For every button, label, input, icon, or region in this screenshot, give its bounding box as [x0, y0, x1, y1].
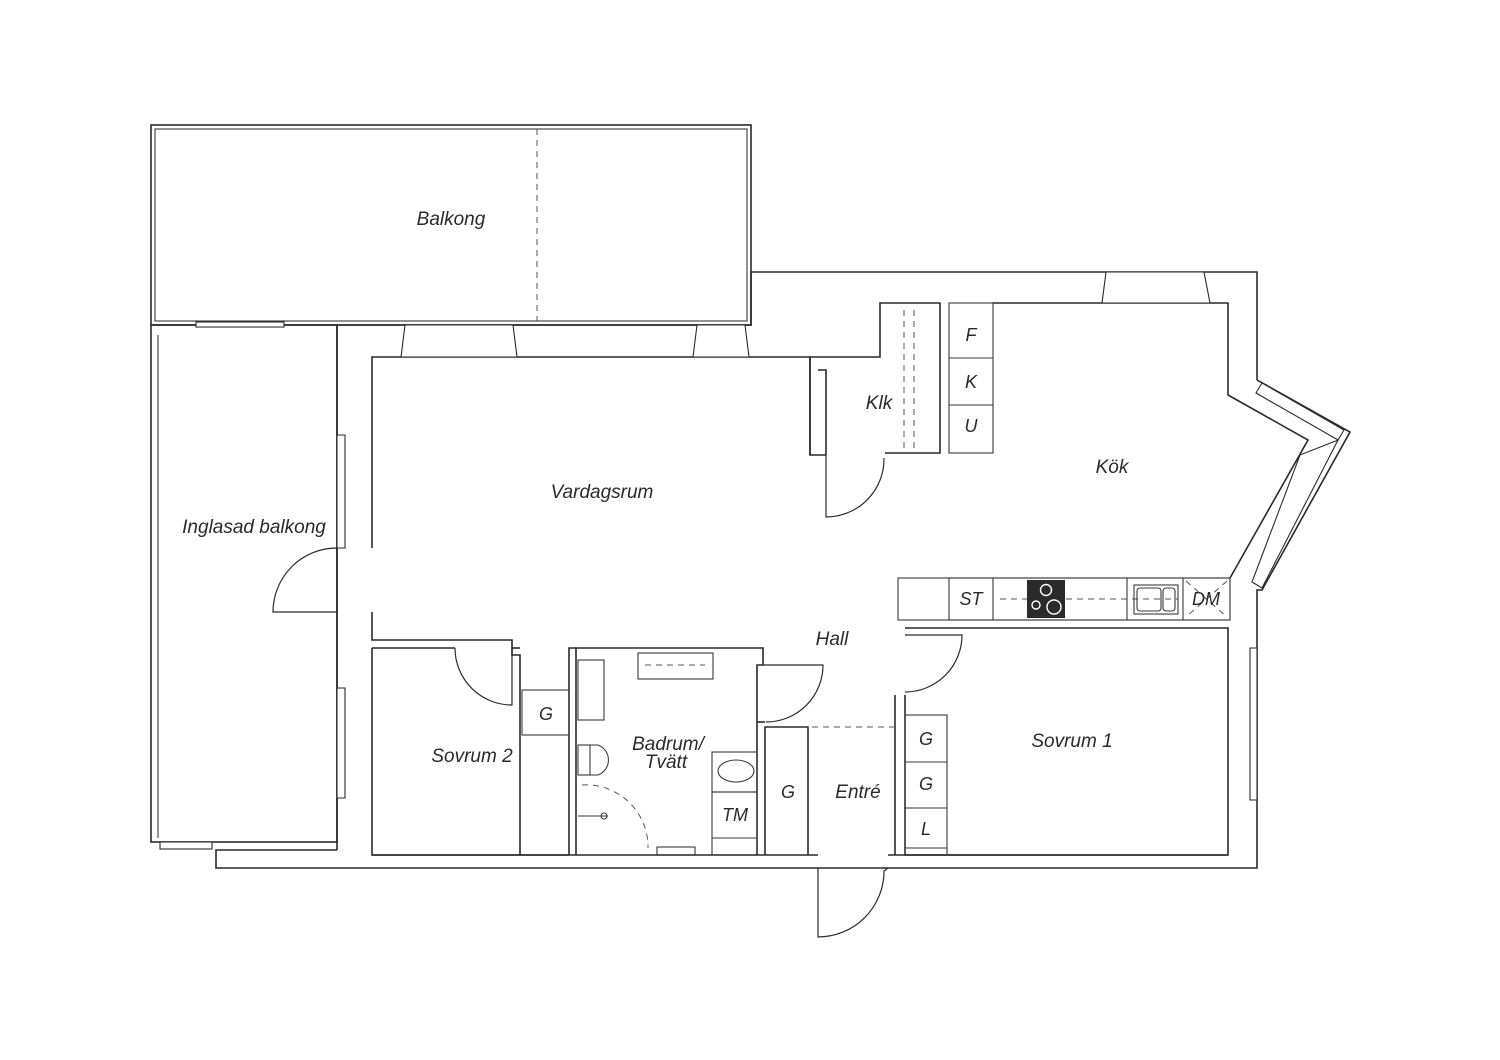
shower-icon — [578, 784, 649, 849]
outer-walls — [215, 271, 1352, 869]
label-g1-sovrum1: G — [919, 729, 933, 749]
label-inglasad-balkong: Inglasad balkong — [182, 517, 326, 538]
toilet-icon — [577, 744, 609, 776]
label-tm: TM — [722, 805, 748, 825]
label-u: U — [965, 416, 979, 436]
room-labels: Balkong Inglasad balkong Vardagsrum Klk … — [182, 209, 1130, 803]
label-vardagsrum: Vardagsrum — [551, 482, 654, 503]
label-sovrum2: Sovrum 2 — [431, 746, 513, 767]
label-badrum-2: Tvätt — [645, 752, 688, 773]
label-f: F — [966, 325, 978, 345]
inglasad-balkong-area — [150, 321, 338, 850]
label-g2-sovrum1: G — [919, 774, 933, 794]
fixture-labels: F K U ST DM G TM G G G L — [539, 325, 1220, 839]
label-k: K — [965, 372, 978, 392]
stove-icon — [1027, 580, 1065, 618]
windows — [336, 271, 1345, 801]
label-badrum-1: Badrum/ — [632, 734, 706, 755]
label-kok: Kök — [1096, 457, 1130, 478]
label-dm: DM — [1192, 589, 1220, 609]
sink-icon — [1133, 584, 1179, 615]
basin-icon — [577, 659, 758, 793]
doors — [272, 455, 963, 938]
label-entre: Entré — [835, 782, 880, 803]
label-klk: Klk — [866, 393, 894, 414]
interior-walls — [371, 302, 1310, 856]
label-sovrum1: Sovrum 1 — [1031, 731, 1112, 752]
label-l-sovrum1: L — [921, 819, 931, 839]
label-st: ST — [959, 589, 984, 609]
label-balkong: Balkong — [417, 209, 486, 230]
label-g-entre: G — [781, 782, 795, 802]
label-g-sovrum2: G — [539, 704, 553, 724]
label-hall: Hall — [816, 629, 850, 650]
